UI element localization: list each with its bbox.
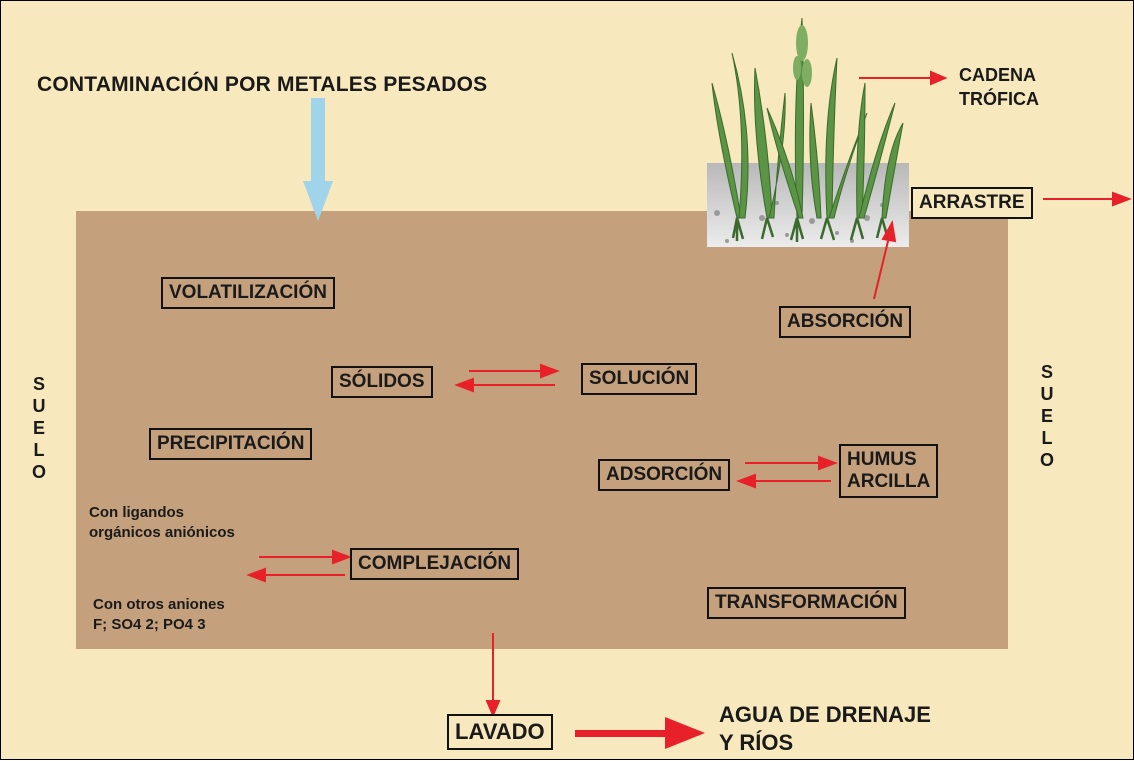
complejacion-box: COMPLEJACIÓN: [350, 548, 520, 580]
transformacion-box: TRANSFORMACIÓN: [707, 587, 906, 619]
humus-arcilla-box: HUMUS ARCILLA: [839, 444, 939, 498]
aniones-text: Con otros aniones F; SO4 2; PO4 3: [93, 596, 225, 633]
precipitacion-box: PRECIPITACIÓN: [149, 428, 313, 460]
humus-label: HUMUS: [847, 449, 917, 470]
adsorcion-box: ADSORCIÓN: [598, 459, 731, 491]
volatilizacion-box: VOLATILIZACIÓN: [161, 277, 335, 309]
arcilla-label: ARCILLA: [847, 471, 931, 492]
suelo-right-label: S U E L O: [1039, 362, 1054, 470]
solidos-box: SÓLIDOS: [331, 366, 433, 398]
agua-drenaje-label: AGUA DE DRENAJE Y RÍOS: [719, 702, 931, 755]
plant-illustration: [707, 17, 909, 247]
blue-down-arrow: [303, 98, 333, 221]
lavado-box: LAVADO: [447, 714, 553, 750]
suelo-left-label: S U E L O: [31, 374, 46, 482]
absorcion-box: ABSORCIÓN: [779, 306, 912, 338]
diagram-title: CONTAMINACIÓN POR METALES PESADOS: [37, 73, 488, 96]
ligandos-text: Con ligandos orgánicos aniónicos: [89, 504, 235, 541]
arrastre-box: ARRASTRE: [911, 187, 1033, 219]
cadena-trofica-label: CADENA TRÓFICA: [959, 65, 1039, 109]
solucion-box: SOLUCIÓN: [581, 363, 698, 395]
